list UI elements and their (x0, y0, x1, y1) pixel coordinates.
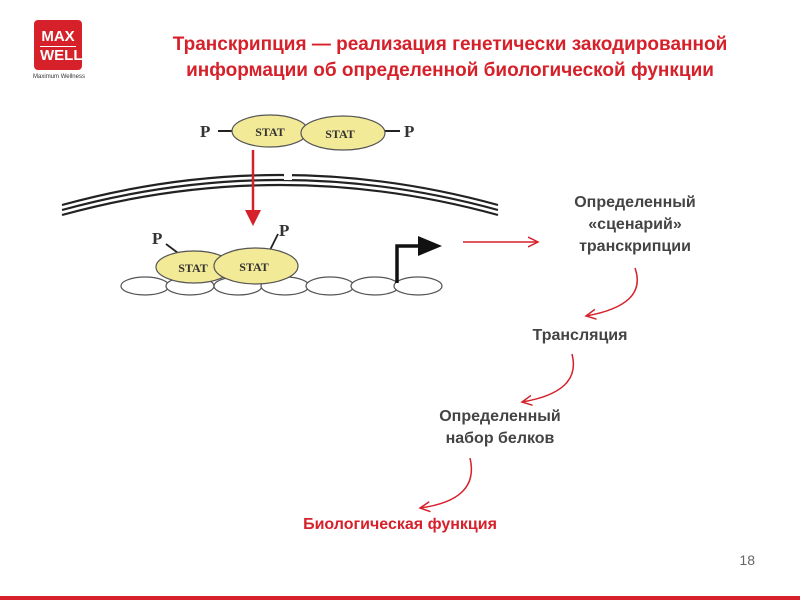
proteins-line2: набор белков (445, 430, 555, 447)
stat-label-4: STAT (239, 260, 269, 274)
nuclear-pore (284, 158, 292, 180)
phospho-label-4: P (279, 221, 289, 240)
transcription-start-arrowhead (418, 236, 442, 256)
phospho-label-2: P (404, 122, 414, 141)
logo-badge: MAX WELL (34, 20, 83, 70)
proteins-line1: Определенный (439, 408, 561, 425)
translocation-arrowhead (245, 210, 261, 226)
translation-label: Трансляция (532, 327, 628, 344)
phospho-label-3: P (152, 229, 162, 248)
logo-line1: MAX (41, 28, 75, 45)
arrow-to-translation (586, 267, 638, 316)
stat-label-3: STAT (178, 261, 208, 275)
stat-label-2: STAT (325, 127, 355, 141)
phospho-label-1: P (200, 122, 210, 141)
transcription-start-arrow (395, 244, 420, 283)
stat-label-1: STAT (255, 125, 285, 139)
logo-tagline: Maximum Wellness (33, 74, 85, 80)
arrow-to-proteins (522, 353, 575, 402)
stat-protein-2 (300, 115, 386, 151)
biological-function-label: Биологическая функция (303, 516, 497, 533)
scenario-line2: «сценарий» (588, 216, 682, 233)
title-line2: информации об определенной биологической… (186, 60, 714, 81)
nuclear-membrane (61, 173, 499, 217)
slide-title: Транскрипция — реализация генетически за… (115, 32, 785, 84)
arrow-to-function (420, 457, 473, 508)
scenario-label: Определенный «сценарий» транскрипции (540, 192, 730, 258)
logo-line2: WELL (40, 46, 83, 64)
footer-line (0, 596, 800, 600)
page-number: 18 (739, 552, 755, 568)
proteins-label: Определенный набор белков (405, 406, 595, 450)
scenario-line1: Определенный (574, 194, 696, 211)
title-line1: Транскрипция — реализация генетически за… (172, 34, 728, 55)
stat-dimer-cytoplasm: STAT STAT P P (200, 114, 414, 151)
stat-dimer-nucleus: STAT STAT P P (152, 221, 299, 285)
maxwell-logo: MAX WELL Maximum Wellness (22, 20, 96, 88)
scenario-line3: транскрипции (579, 238, 691, 255)
stat-protein-4 (213, 247, 299, 285)
